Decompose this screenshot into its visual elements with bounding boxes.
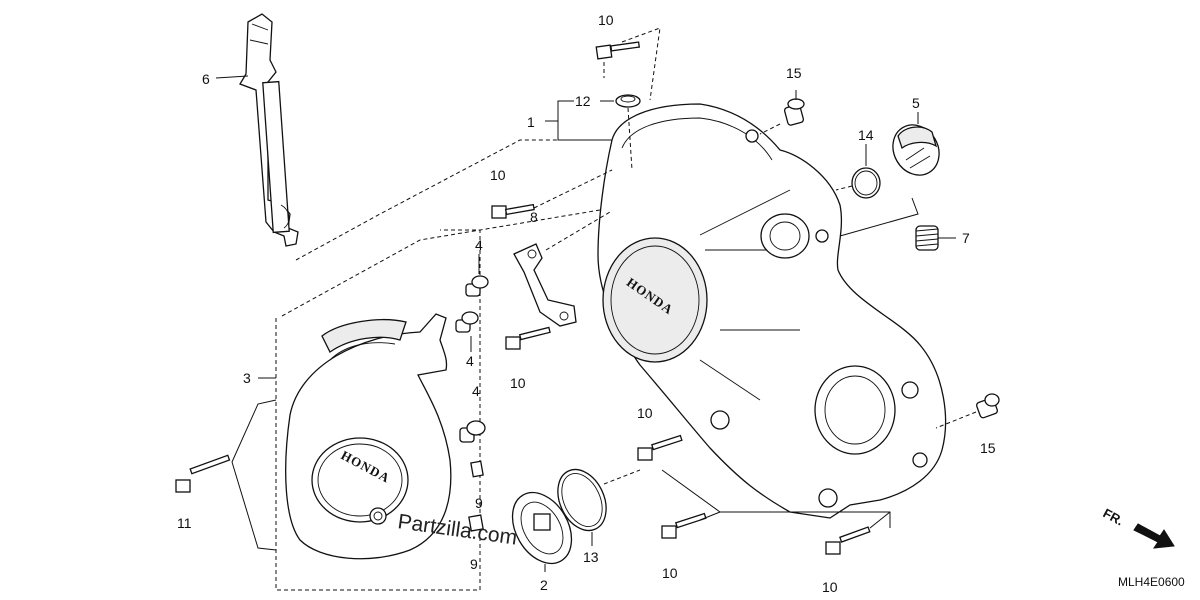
callout-11: 11 — [177, 515, 192, 531]
part-15-dowel-b — [976, 393, 1000, 419]
front-direction-indicator: FR. — [1101, 505, 1175, 549]
part-5-filler-cap — [892, 124, 940, 176]
callout-1: 1 — [527, 114, 535, 130]
bolt-10-bottom-a — [661, 512, 707, 539]
part-3-outer-cover: HONDA — [285, 313, 452, 560]
callout-4-c: 4 — [472, 383, 480, 399]
callout-8: 8 — [530, 209, 538, 225]
part-9-plate-a — [470, 460, 484, 478]
callout-5: 5 — [912, 95, 920, 111]
part-1-crankcase-cover: HONDA — [597, 103, 947, 519]
bolt-11 — [175, 454, 231, 493]
part-4-collar-c — [459, 420, 486, 443]
callout-10-bottom-b: 10 — [822, 579, 838, 595]
callout-10-upper-left: 10 — [490, 167, 506, 183]
cover-assembly-box — [275, 229, 481, 591]
direction-label: FR. — [1101, 505, 1127, 528]
part-8-bracket — [513, 243, 577, 327]
callout-15-right: 15 — [980, 440, 996, 456]
callout-14: 14 — [858, 127, 874, 143]
part-13-oring — [557, 468, 607, 532]
part-4-collar-b — [455, 311, 479, 333]
callout-4-b: 4 — [466, 353, 474, 369]
callout-7: 7 — [962, 230, 970, 246]
callout-15-top: 15 — [786, 65, 802, 81]
callout-6: 6 — [202, 71, 210, 87]
callout-10-right: 10 — [637, 405, 653, 421]
part-14-oring — [851, 167, 881, 199]
callout-10-bottom-a: 10 — [662, 565, 678, 581]
part-4-collar-a — [465, 275, 489, 297]
callout-10-top: 10 — [598, 12, 614, 28]
callout-9-a: 9 — [475, 495, 483, 511]
bolt-10-upper-left — [491, 203, 535, 219]
diagram-code: MLH4E0600 — [1118, 575, 1185, 589]
callout-10-middle: 10 — [510, 375, 526, 391]
part-2-timing-plug — [511, 491, 573, 565]
part-12-seal — [615, 94, 641, 108]
part-15-dowel-a — [783, 98, 805, 126]
part-7-spring — [915, 225, 939, 251]
callout-13: 13 — [583, 549, 599, 565]
callout-9-b: 9 — [470, 556, 478, 572]
bolt-10-right-a — [637, 434, 683, 461]
part-9-plate-b — [468, 514, 484, 532]
front-arrow-icon — [1133, 523, 1175, 549]
callout-2: 2 — [540, 577, 548, 593]
callout-3: 3 — [243, 370, 251, 386]
bolt-10-middle — [505, 326, 551, 350]
bolt-10-bottom-b — [825, 526, 871, 555]
bolt-10-top — [595, 41, 641, 60]
callout-4-a: 4 — [475, 237, 483, 253]
part-6-shaft — [215, 13, 299, 247]
callout-12: 12 — [575, 93, 591, 109]
